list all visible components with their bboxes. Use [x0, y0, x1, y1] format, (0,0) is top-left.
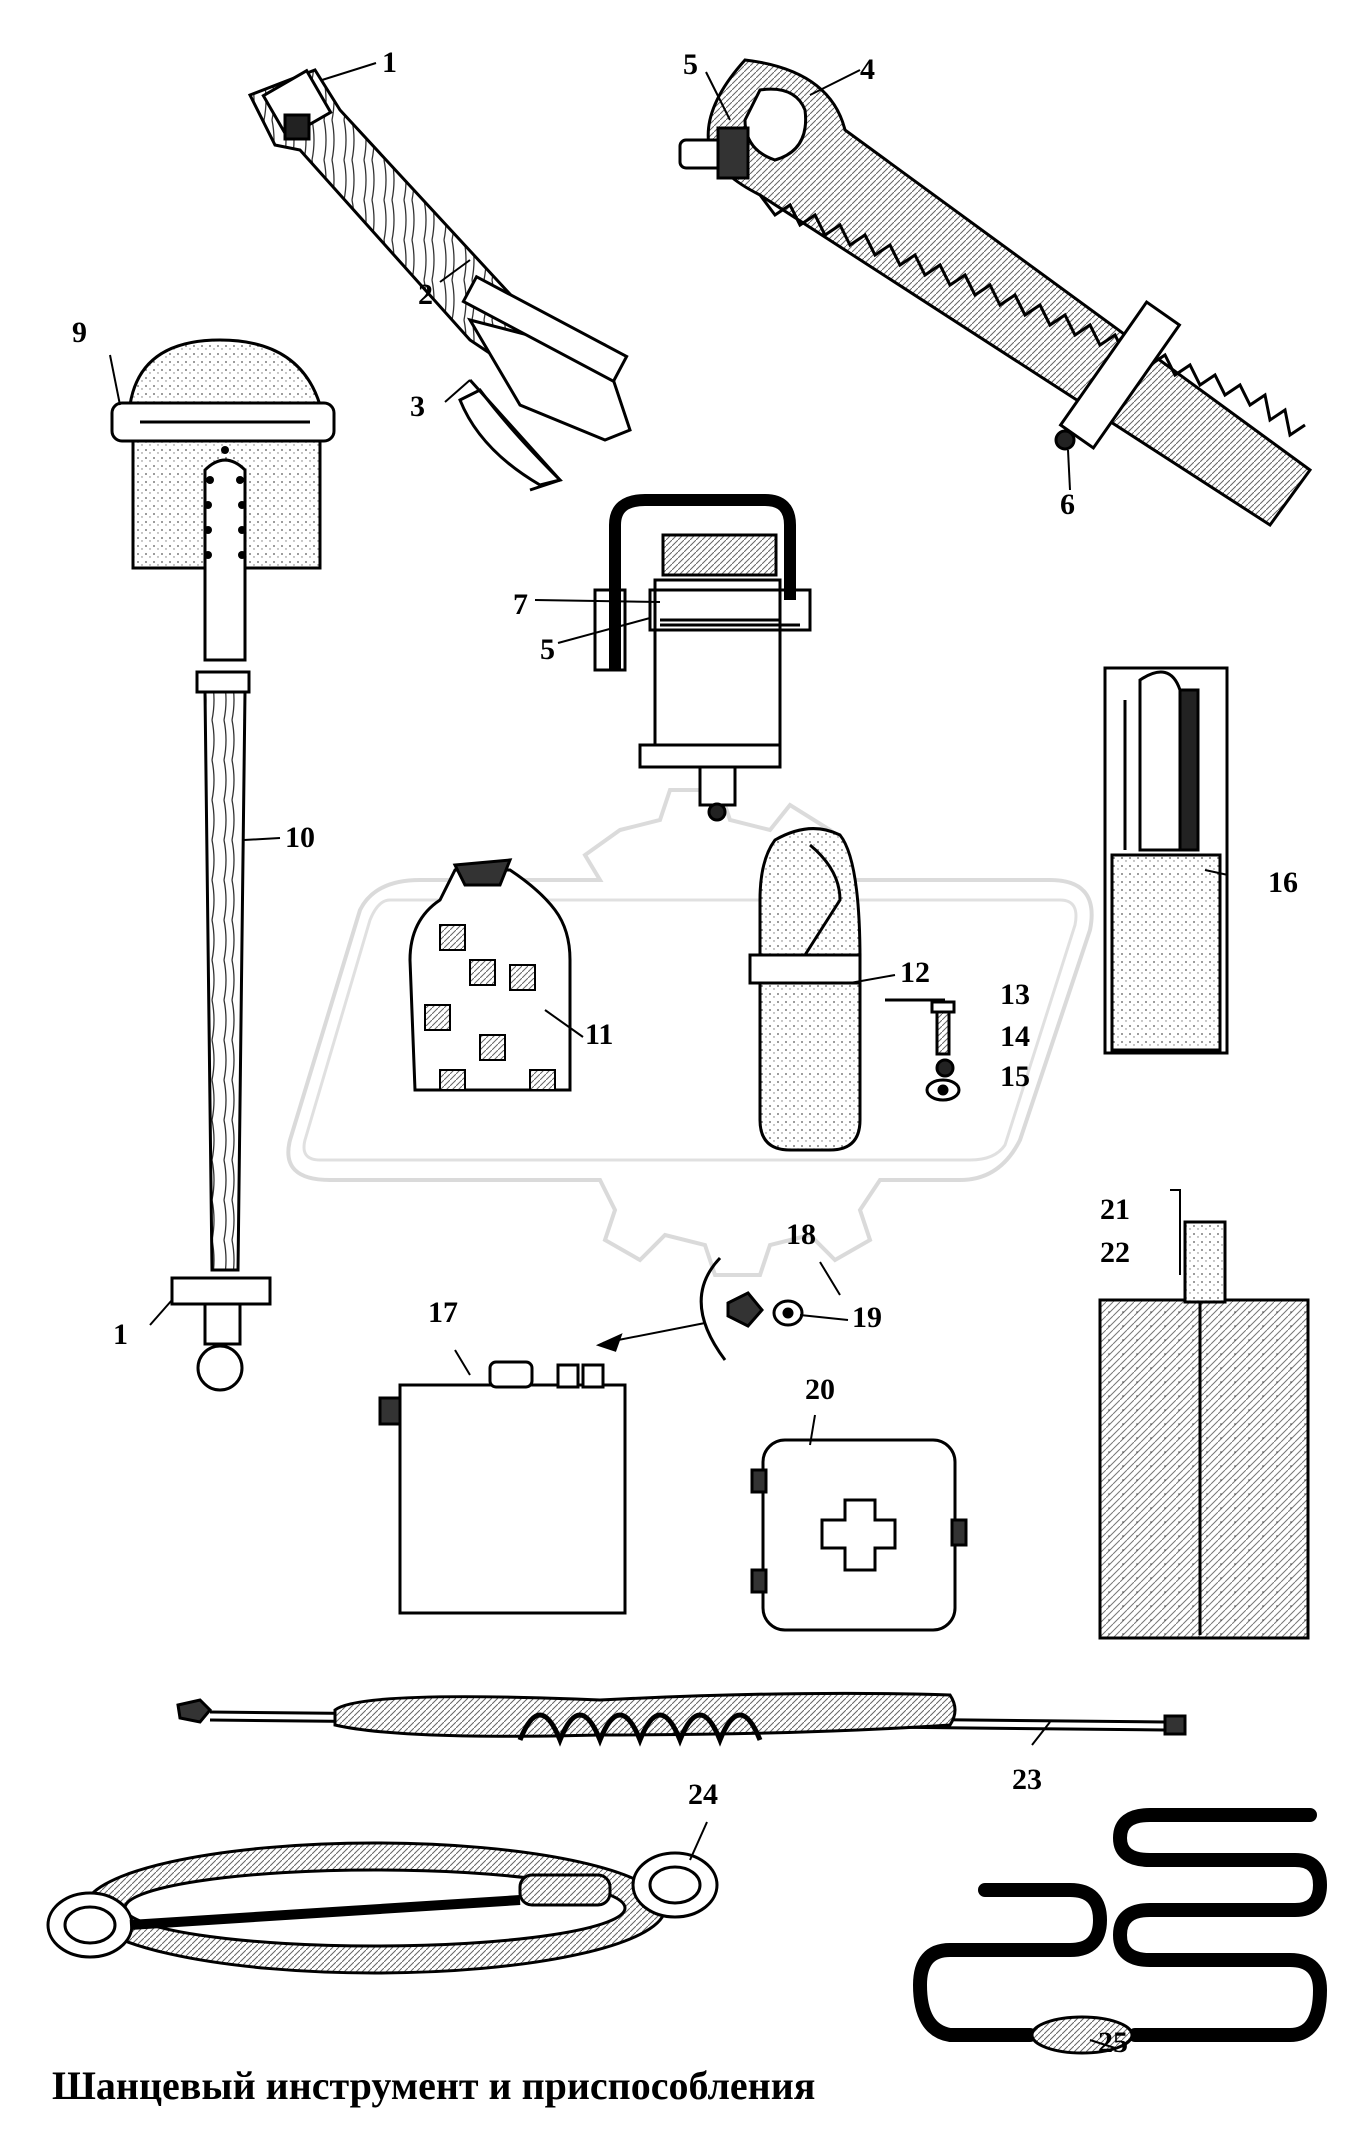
leader-lines — [109, 62, 1229, 2049]
tow-rope-drawing — [46, 1841, 719, 1975]
callout-7: 7 — [513, 588, 528, 621]
callout-19: 19 — [852, 1301, 882, 1334]
callout-11: 11 — [585, 1018, 614, 1051]
callout-17: 17 — [428, 1296, 458, 1329]
bolt-drawing — [925, 1000, 961, 1102]
callout-16: 16 — [1268, 866, 1298, 899]
diagram-caption: Шанцевый инструмент и приспособления — [52, 2063, 816, 2108]
flag-case-drawing — [1103, 666, 1229, 1055]
callout-25: 25 — [1098, 2026, 1128, 2059]
bracket-drawing — [593, 494, 812, 822]
callout-5b: 5 — [540, 633, 555, 666]
saw-drawing — [678, 58, 1313, 528]
callout-22: 22 — [1100, 1236, 1130, 1269]
callout-24: 24 — [688, 1778, 718, 1811]
hose-coupler — [1030, 2015, 1134, 2055]
callout-23: 23 — [1012, 1763, 1042, 1796]
axe-drawing — [247, 68, 632, 492]
blanket-drawing — [1098, 1189, 1310, 1640]
bag-drawing — [408, 858, 572, 1092]
crank-handle-drawing — [176, 1691, 1187, 1747]
callout-1b: 1 — [113, 1318, 128, 1351]
shovel-drawing — [110, 338, 336, 1392]
callout-18: 18 — [786, 1218, 816, 1251]
box-drawing — [378, 1256, 804, 1615]
callout-12: 12 — [900, 956, 930, 989]
watermark-logo — [286, 788, 1094, 1277]
callout-2: 2 — [418, 278, 433, 311]
callout-6: 6 — [1060, 488, 1075, 521]
callout-10: 10 — [285, 821, 315, 854]
callout-5: 5 — [683, 48, 698, 81]
callout-9: 9 — [72, 316, 87, 349]
hose-drawing — [912, 1808, 1328, 2042]
callout-3: 3 — [410, 390, 425, 423]
callout-13: 13 — [1000, 978, 1030, 1011]
callout-14: 14 — [1000, 1020, 1030, 1053]
callout-21: 21 — [1100, 1193, 1130, 1226]
callout-4: 4 — [860, 53, 875, 86]
extinguisher-drawing — [748, 827, 945, 1152]
callout-15: 15 — [1000, 1060, 1030, 1093]
first-aid-kit-drawing — [750, 1438, 968, 1632]
callout-1: 1 — [382, 46, 397, 79]
callout-20: 20 — [805, 1373, 835, 1406]
